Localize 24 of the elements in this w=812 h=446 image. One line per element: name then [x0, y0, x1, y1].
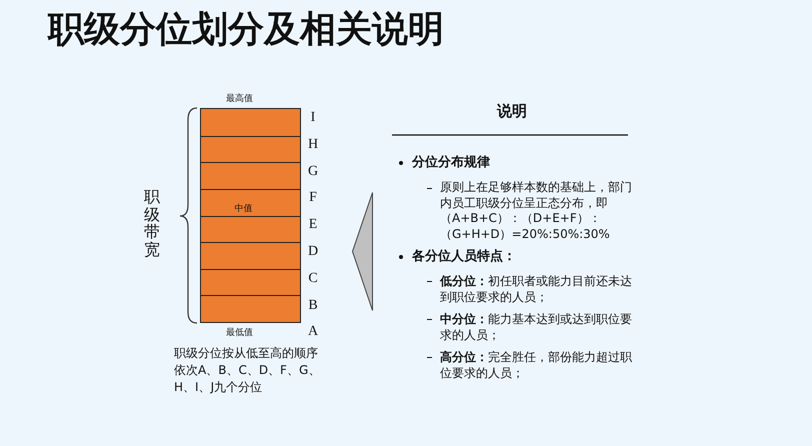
grade-letter: B: [307, 298, 319, 314]
description-text: 高分位：完全胜任，部份能力超过职位要求的人员；: [440, 349, 632, 381]
grade-letter: G: [306, 164, 320, 180]
vertical-axis-label: 职级带宽: [144, 188, 160, 258]
title: 职级分位划分及相关说明: [48, 8, 444, 52]
pointer-triangle: [352, 192, 373, 311]
min-value-label: 最低值: [226, 327, 253, 339]
grade-letter: A: [306, 324, 320, 340]
bullet-heading: 分位分布规律: [412, 154, 490, 171]
max-value-label: 最高值: [226, 93, 253, 105]
grade-letter: C: [307, 270, 319, 287]
description-text: 原则上在足够样本数的基础上，部门内员工职级分位呈正态分布，即（A+B+C）：（D+E+F）：（G+H+D）=20%:50%:30%: [440, 180, 632, 242]
grade-letter: E: [308, 217, 318, 234]
median-label: 中值: [234, 202, 254, 214]
grade-letter: D: [306, 244, 320, 260]
bullet-heading: 各分位人员特点：: [412, 248, 516, 265]
description-text: 中分位：能力基本达到或达到职位要求的人员；: [440, 311, 632, 343]
grade-letter: H: [306, 136, 320, 153]
grade-letter: I: [310, 110, 316, 126]
footnote: 职级分位按从低至高的顺序依次A、B、C、D、F、G、H、I、J九个分位: [174, 345, 322, 396]
description-text: 低分位：初任职者或能力目前还未达到职位要求的人员；: [440, 273, 632, 305]
panel-heading: 说明: [496, 101, 528, 121]
rating-band-bar: [200, 108, 301, 323]
grade-letter: F: [308, 190, 318, 206]
